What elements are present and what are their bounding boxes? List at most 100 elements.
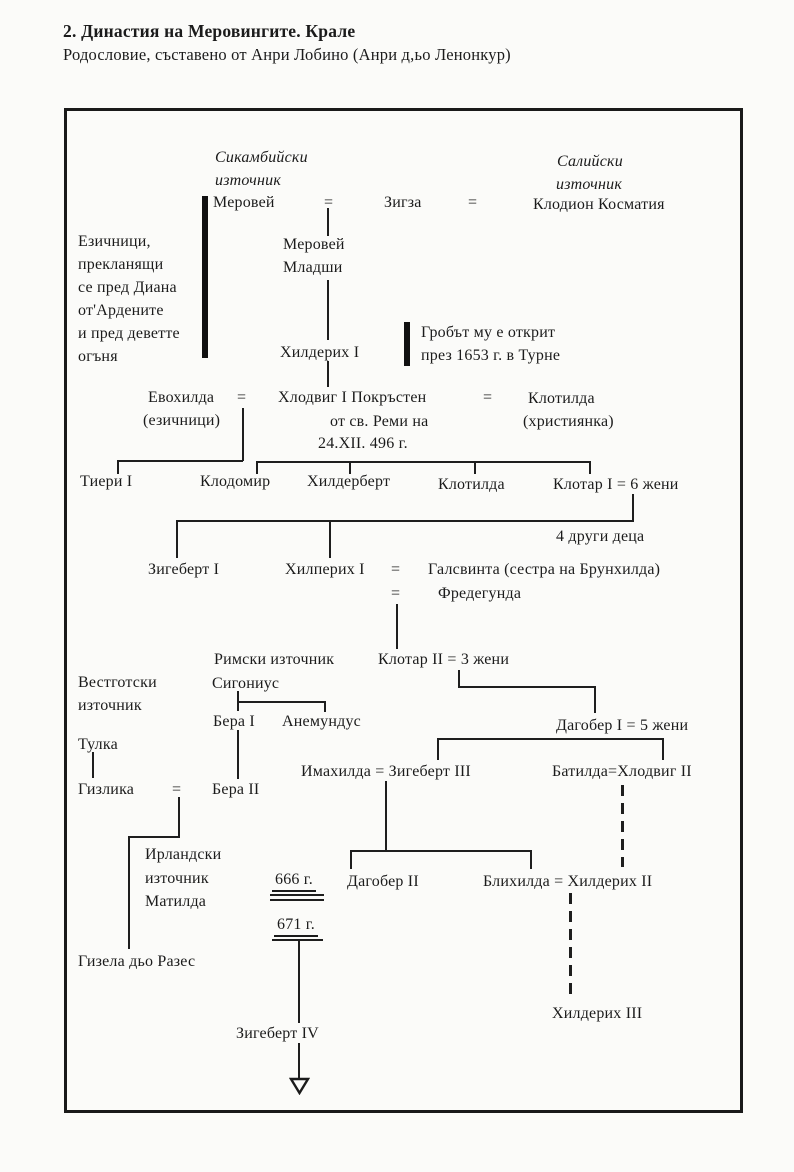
connector-drop-zigebert3 (437, 738, 439, 760)
connector-drop-anemundus (324, 701, 326, 712)
arrow-down-icon (289, 1077, 310, 1095)
person-bera1: Бера I (213, 713, 255, 730)
person-gizela: Гизела дьо Разес (78, 953, 196, 970)
connector-zigebert3-down (385, 781, 387, 852)
couple-batilda-clovis2: Батилда=Хлодвиг II (552, 763, 692, 780)
connector-tulka-gizlika (92, 752, 94, 778)
connector-childerih1-clovis (327, 361, 329, 387)
connector-branch-tieri (117, 460, 243, 462)
connector-fredegunda-clotar2 (396, 604, 398, 649)
person-dagober2: Дагобер II (347, 873, 419, 890)
person-dagober1: Дагобер I = 5 жени (556, 717, 689, 734)
connector-clotar2-elbow (458, 686, 596, 688)
double-rule-666 (270, 894, 324, 896)
person-chilperih1: Хилперих I (285, 561, 365, 578)
connector-drop-tieri (117, 460, 119, 474)
person-clovis1: Хлодвиг I Покръстен (278, 389, 427, 406)
person-tieri1: Тиери I (80, 473, 133, 490)
connector-junior-childerih1 (327, 280, 329, 340)
marriage-equals: = (237, 389, 247, 406)
person-zigebert4: Зигеберт IV (236, 1025, 319, 1042)
couple-blihilda-childerih2: Блихилда = Хилдерих II (483, 873, 653, 890)
double-rule-666 (270, 899, 324, 901)
connector-clotar1-children-bar (176, 520, 634, 522)
connector-drop-clotilda (474, 461, 476, 474)
marriage-equals: = (172, 781, 182, 798)
person-clodomir: Клодомир (200, 473, 271, 490)
note-baptism-date: 24.XII. 496 г. (318, 435, 408, 452)
connector-drop-clovis2 (662, 738, 664, 760)
note-pagans: Езичници, (78, 233, 151, 250)
person-clotilda-daughter: Клотилда (438, 476, 505, 493)
person-galsvinta: Галсвинта (сестра на Брунхилда) (428, 561, 661, 578)
connector-merovei-junior (327, 208, 329, 236)
person-clotar1: Клотар I = 6 жени (553, 476, 679, 493)
connector-clotar1-down (632, 494, 634, 521)
rule-671 (272, 939, 323, 941)
person-sigonius: Сигониус (212, 675, 280, 692)
connector-evohilda-down (242, 408, 244, 461)
person-gizlika: Гизлика (78, 781, 135, 798)
connector-671-zigebert4 (298, 939, 300, 1023)
connector-sigonius-bar (237, 701, 326, 703)
connector-drop-zigebert1 (176, 520, 178, 558)
note-pagans: от'Ардените (78, 302, 164, 319)
connector-drop-clotar1 (589, 461, 591, 474)
page-title: 2. Династия на Меровингите. Крале (63, 21, 356, 41)
note-tomb: през 1653 г. в Турне (421, 347, 561, 364)
marriage-equals: = (324, 194, 334, 211)
year-666: 666 г. (272, 871, 316, 892)
sicambrian-source-label: Сикамбийски (215, 149, 308, 166)
connector-drop-childerbert (349, 461, 351, 474)
note-pagans: и пред деветте (78, 325, 180, 342)
irish-source-label: Ирландски (145, 846, 222, 863)
visigoth-source-label: Вестготски (78, 674, 157, 691)
page-subtitle: Родословие, съставено от Анри Лобино (Ан… (63, 45, 511, 64)
person-zigza: Зигза (384, 194, 422, 211)
connector-bera1-bera2 (237, 730, 239, 779)
emphasis-bar-tomb (404, 322, 410, 366)
connector-dashed-clovis2-childerih2 (621, 785, 624, 867)
note-christian-wife: (християнка) (523, 413, 614, 430)
person-childerbert: Хилдерберт (307, 473, 391, 490)
note-pagans: се пред Диана (78, 279, 177, 296)
connector-dashed-childerih2-childerih3 (569, 893, 572, 1001)
connector-drop-clodomir (256, 461, 258, 474)
diagram-frame (64, 108, 743, 1113)
connector-zigebert3-children-bar (350, 850, 531, 852)
connector-clotar2-down (458, 670, 460, 687)
note-baptism: от св. Реми на (330, 413, 429, 430)
note-pagans: прекланящи (78, 256, 164, 273)
connector-zigebert4-down (298, 1043, 300, 1079)
person-merovei: Меровей (213, 194, 275, 211)
connector-to-gizela (128, 836, 130, 949)
emphasis-bar-pagans (202, 196, 208, 358)
salic-source-label: Салийски (557, 153, 623, 170)
year-671: 671 г. (274, 916, 318, 937)
marriage-equals: = (391, 561, 401, 578)
irish-source-label: Матилда (145, 893, 207, 910)
person-clotilda-wife: Клотилда (528, 390, 595, 407)
person-merovei-junior: Меровей (283, 236, 345, 253)
connector-gizlika-down (178, 797, 180, 838)
connector-dagober1-children-bar (437, 738, 664, 740)
note-pagans: огъня (78, 348, 118, 365)
person-clodion: Клодион Косматия (533, 196, 665, 213)
marriage-equals: = (468, 194, 478, 211)
visigoth-source-label: източник (78, 697, 142, 714)
marriage-equals: = (391, 585, 401, 602)
person-zigebert1: Зигеберт I (148, 561, 220, 578)
roman-source-label: Римски източник (214, 651, 335, 668)
person-childerih1: Хилдерих I (280, 344, 360, 361)
person-tulka: Тулка (78, 736, 118, 753)
connector-gizlika-elbow (128, 836, 180, 838)
connector-siblings-bar (256, 461, 591, 463)
person-childerih3: Хилдерих III (552, 1005, 643, 1022)
note-pagan-wife: (езичници) (143, 412, 221, 429)
connector-drop-blihilda (530, 850, 532, 869)
person-merovei-junior: Младши (283, 259, 343, 276)
person-evohilda: Евохилда (148, 389, 215, 406)
note-other-children: 4 други деца (556, 528, 645, 545)
person-fredegunda: Фредегунда (438, 585, 522, 602)
